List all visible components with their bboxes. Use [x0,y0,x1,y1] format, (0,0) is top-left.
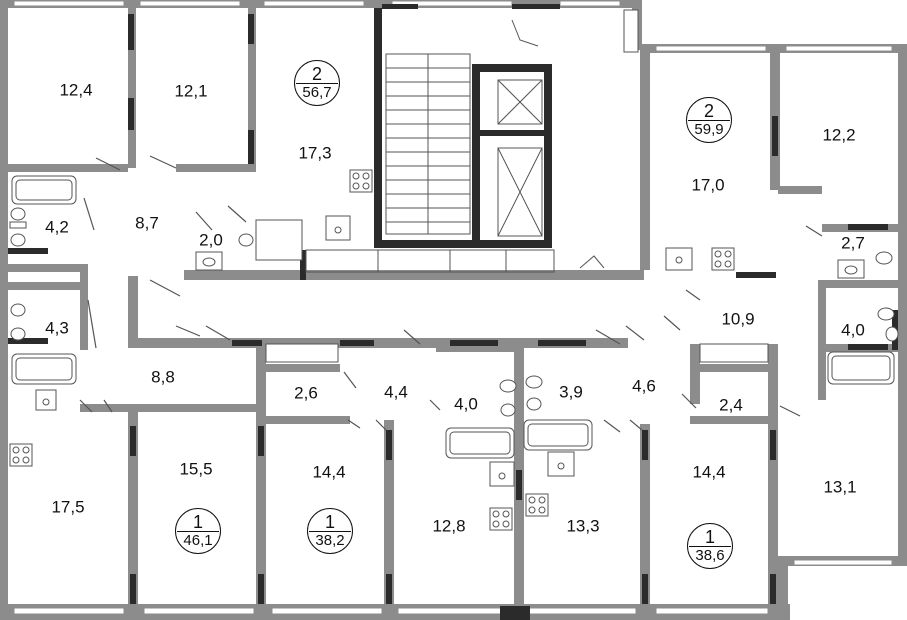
apartment-total-area: 38,6 [695,547,725,564]
toilet-icon [9,207,899,417]
room-area: 2,7 [841,233,865,253]
apartment-total-area: 38,2 [315,532,345,549]
apartment-badge: 2 59,9 [686,97,732,143]
apartment-badge: 1 46,1 [175,508,221,554]
room-area: 14,4 [692,462,726,482]
bathtub-icon [827,351,895,385]
apartment-total-area: 59,9 [694,121,724,138]
bathtub-icon [11,175,77,205]
room-area: 4,4 [384,382,408,402]
apartment-badge: 2 56,7 [294,60,340,106]
room-area: 8,8 [151,367,175,387]
apartment-badge: 1 38,6 [687,523,733,569]
sink-icon [35,215,865,487]
room-area: 8,7 [135,213,159,233]
badge-divider [309,531,351,532]
stair-treads [386,67,470,223]
bathtub-icon [11,353,77,385]
apartment-room-count: 1 [192,512,203,532]
room-area: 15,5 [179,459,213,479]
room-area: 4,2 [45,217,69,237]
apartment-room-count: 2 [703,101,714,121]
apartment-badge: 1 38,2 [307,508,353,554]
room-area: 10,9 [721,309,755,329]
room-area: 4,0 [454,394,478,414]
badge-divider [689,546,731,547]
room-area: 14,4 [312,462,346,482]
badge-divider [688,120,730,121]
room-area: 12,2 [822,125,856,145]
room-area: 4,3 [45,318,69,338]
room-area: 13,3 [566,516,600,536]
room-area: 12,8 [432,516,466,536]
room-area: 17,5 [51,497,85,517]
badge-divider [296,83,338,84]
room-area: 3,9 [559,382,583,402]
badge-divider [177,531,219,532]
room-area: 2,6 [294,383,318,403]
dark-walls [8,4,898,620]
apartment-room-count: 2 [311,64,322,84]
room-area: 12,4 [59,80,93,100]
room-area: 2,0 [199,230,223,250]
stair-core [305,19,605,273]
apartment-total-area: 46,1 [183,532,213,549]
fixtures [9,9,899,531]
interior-walls [8,8,898,608]
bathtub-icon [445,427,515,459]
bathtub-icon [523,419,593,451]
apartment-room-count: 1 [704,527,715,547]
room-area: 4,0 [841,320,865,340]
stove-icon [9,169,735,531]
room-area: 13,1 [823,477,857,497]
apartment-room-count: 1 [324,512,335,532]
room-area: 12,1 [174,81,208,101]
room-area: 4,6 [632,376,656,396]
room-area: 2,4 [719,395,743,415]
room-area: 17,3 [298,143,332,163]
room-area: 17,0 [691,175,725,195]
apartment-total-area: 56,7 [302,84,332,101]
door-swings [79,155,823,433]
